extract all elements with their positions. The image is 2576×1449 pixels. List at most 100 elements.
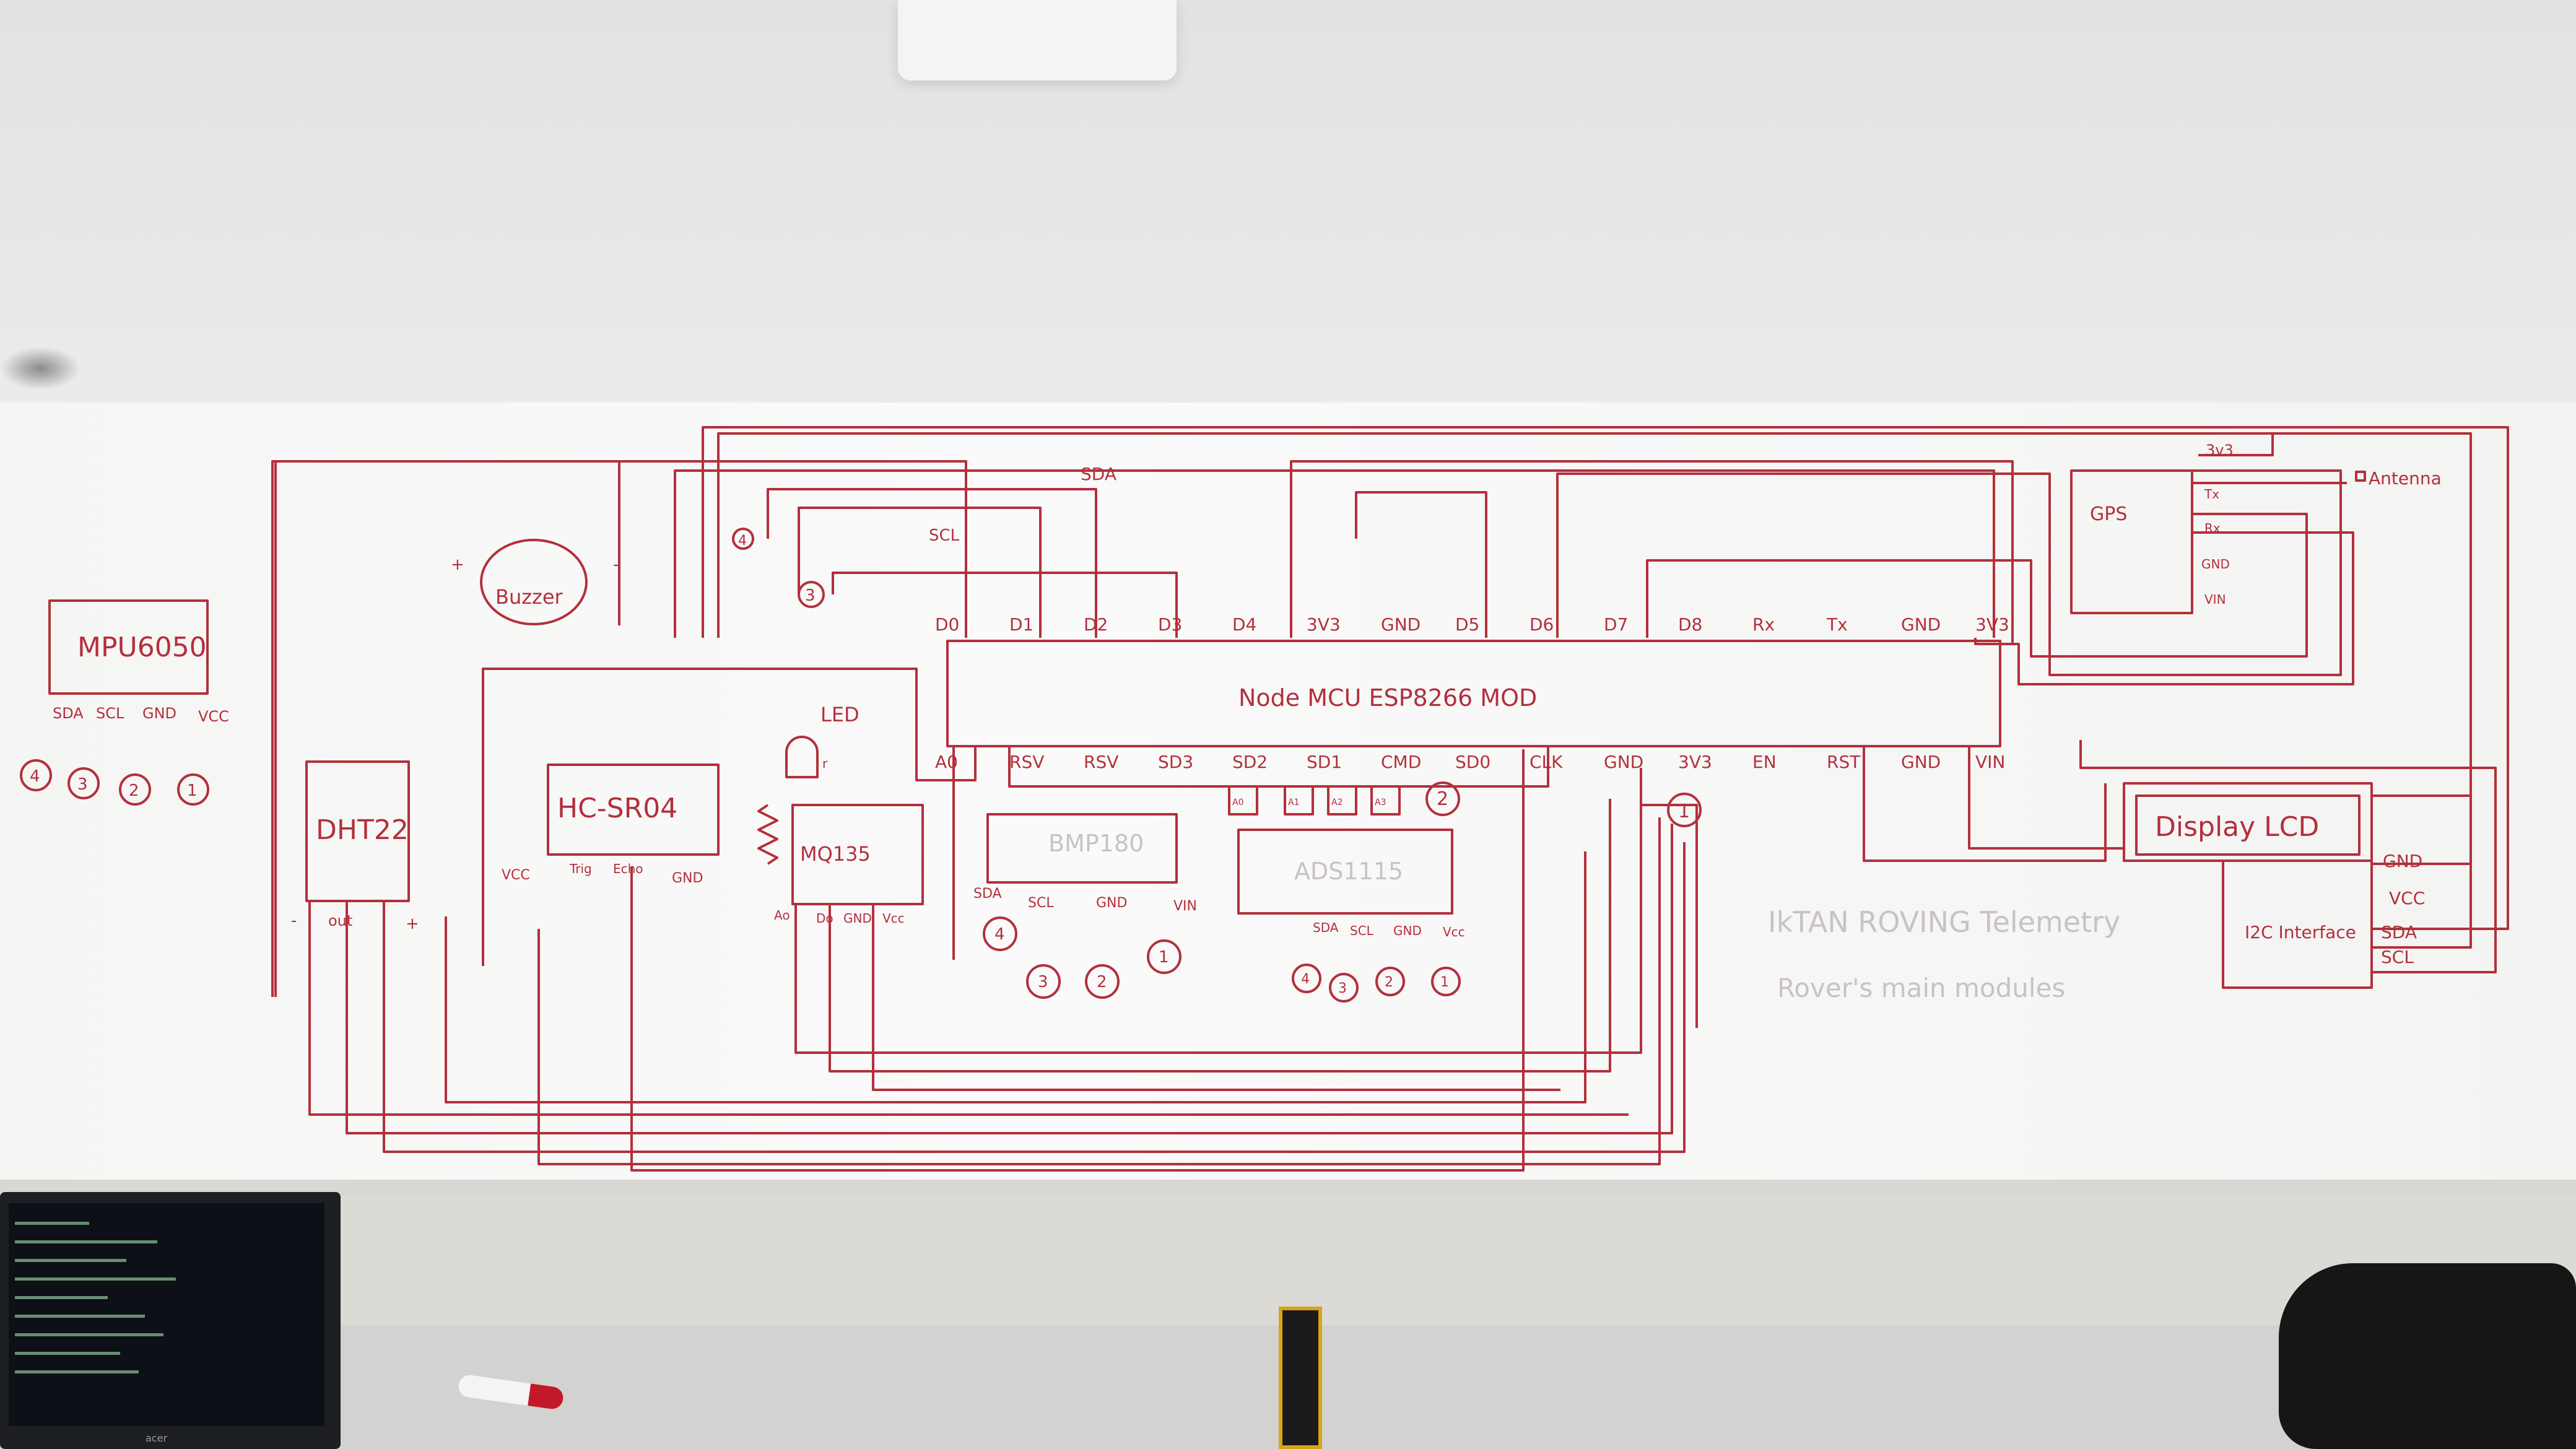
ceiling-projector <box>898 0 1177 80</box>
mcu-bottom-pin-2: RSV <box>1084 752 1118 772</box>
mcu-top-pin-14: 3V3 <box>1975 614 2009 635</box>
mcu-bottom-pin-10: 3V3 <box>1678 752 1712 772</box>
lcd-pin-gnd: GND <box>2383 851 2422 871</box>
nodemcu-label: Node MCU ESP8266 MOD <box>1238 684 1537 711</box>
lcd-pin-scl: SCL <box>2381 947 2414 967</box>
hcsr-pin-trig: Trig <box>569 861 592 876</box>
mcu-top-pin-8: D6 <box>1530 614 1554 635</box>
mpu-pin-sda: SDA <box>53 705 84 722</box>
backpack <box>2279 1263 2576 1449</box>
bmp180-box <box>986 813 1178 884</box>
gps-3v3-label: 3v3 <box>2206 442 2234 459</box>
ads-box-a1: A1 <box>1288 798 1299 807</box>
mcu-bottom-pin-1: RSV <box>1009 752 1044 772</box>
hcsr04-box <box>547 764 720 856</box>
buzzer-body <box>480 539 588 625</box>
ads-pin-vcc: Vcc <box>1443 925 1465 939</box>
buzzer-label: Buzzer <box>495 585 564 609</box>
lcd-pin-vcc: VCC <box>2389 888 2425 908</box>
gps-pin-rx: Rx <box>2204 521 2221 536</box>
mpu-pin-vcc: VCC <box>198 708 229 725</box>
hub-badge-3: 3 <box>805 586 816 605</box>
mq135-box <box>791 804 924 905</box>
mpu6050-box <box>48 599 209 695</box>
mcu-bottom-pin-14: VIN <box>1975 752 2005 772</box>
bmp-badge-4: 4 <box>994 925 1005 944</box>
wall-smudge <box>0 347 80 390</box>
gps-pin-tx: Tx <box>2204 487 2219 502</box>
ads-pin-scl: SCL <box>1350 923 1374 938</box>
wall <box>0 0 2576 409</box>
ads-badge-1: 1 <box>1440 975 1449 990</box>
mcu-top-pin-4: D4 <box>1232 614 1256 635</box>
mcu-top-pin-10: D8 <box>1678 614 1702 635</box>
bmp-pin-vin: VIN <box>1173 899 1197 914</box>
mcu-top-pin-6: GND <box>1381 614 1421 635</box>
laptop-screen <box>9 1203 324 1426</box>
ads-pin-gnd: GND <box>1393 923 1422 938</box>
mcu-top-pin-13: GND <box>1901 614 1941 635</box>
mpu6050-label: MPU6050 <box>77 632 207 663</box>
bmp-pin-gnd: GND <box>1096 895 1127 911</box>
power-strip <box>1279 1307 1322 1449</box>
hcsr-pin-echo: Echo <box>613 861 643 876</box>
lcd-screen <box>2135 794 2361 856</box>
mcu-top-pin-1: D1 <box>1009 614 1033 635</box>
mcu-bottom-pin-7: SD0 <box>1455 752 1490 772</box>
buzzer-pin-minus: - <box>613 555 619 574</box>
mcu-top-pin-0: D0 <box>935 614 959 635</box>
caption-line2: Rover's main modules <box>1777 973 2065 1003</box>
ads-box-a0: A0 <box>1232 798 1243 807</box>
gps-box <box>2070 469 2193 614</box>
bmp-badge-2: 2 <box>1097 973 1107 991</box>
mcu-bottom-pin-0: A0 <box>935 752 958 772</box>
lcd-pin-sda: SDA <box>2381 922 2417 942</box>
hub-badge-1: 1 <box>1678 801 1690 822</box>
laptop-brand: acer <box>146 1432 168 1444</box>
dht-pin-minus: - <box>291 912 297 930</box>
mcu-bottom-pin-12: RST <box>1827 752 1861 772</box>
gps-pin-gnd: GND <box>2201 557 2230 572</box>
ads1115-label: ADS1115 <box>1294 858 1403 885</box>
hcsr04-label: HC-SR04 <box>557 793 677 824</box>
mcu-bottom-pin-5: SD1 <box>1307 752 1342 772</box>
nodemcu-board <box>946 640 2001 747</box>
lcd-interface-label: I2C Interface <box>2245 922 2356 942</box>
gps-label: GPS <box>2090 503 2127 525</box>
mcu-top-pin-2: D2 <box>1084 614 1108 635</box>
led-pin: r <box>822 756 828 771</box>
lcd-i2c-interface <box>2222 859 2373 989</box>
mq-pin-ao: Ao <box>774 908 790 923</box>
hub-badge-2: 2 <box>1437 788 1448 810</box>
mcu-bottom-pin-11: EN <box>1752 752 1777 772</box>
mcu-bottom-pin-6: CMD <box>1381 752 1421 772</box>
mcu-top-pin-7: D5 <box>1455 614 1479 635</box>
ads-pin-sda: SDA <box>1313 920 1339 935</box>
mq-pin-do: Do <box>816 911 833 926</box>
ads-box-a2: A2 <box>1331 798 1342 807</box>
mpu-pin-gnd: GND <box>142 705 176 722</box>
ads-badge-2: 2 <box>1385 975 1393 990</box>
mpu-badge-1: 1 <box>187 781 198 800</box>
bmp-badge-1: 1 <box>1159 948 1169 967</box>
dht-pin-out: out <box>328 912 352 929</box>
mcu-top-pin-5: 3V3 <box>1307 614 1341 635</box>
hub-badge-4: 4 <box>738 533 747 549</box>
ads-badge-3: 3 <box>1338 981 1347 996</box>
mq-pin-gnd: GND <box>843 911 872 926</box>
ads1115-box <box>1237 829 1453 915</box>
mcu-top-pin-3: D3 <box>1158 614 1182 635</box>
bmp-badge-3: 3 <box>1038 973 1048 991</box>
mcu-top-pin-11: Rx <box>1752 614 1775 635</box>
lcd-label: Display LCD <box>2155 811 2319 843</box>
laptop: acer <box>0 1192 341 1449</box>
scl-bus-label: SCL <box>929 526 960 545</box>
mpu-badge-4: 4 <box>30 767 40 786</box>
mcu-bottom-pin-4: SD2 <box>1232 752 1268 772</box>
mcu-top-pin-12: Tx <box>1826 614 1848 635</box>
dht-pin-plus: + <box>406 915 419 933</box>
bmp-pin-sda: SDA <box>973 886 1002 902</box>
sda-bus-label: SDA <box>1081 464 1116 484</box>
